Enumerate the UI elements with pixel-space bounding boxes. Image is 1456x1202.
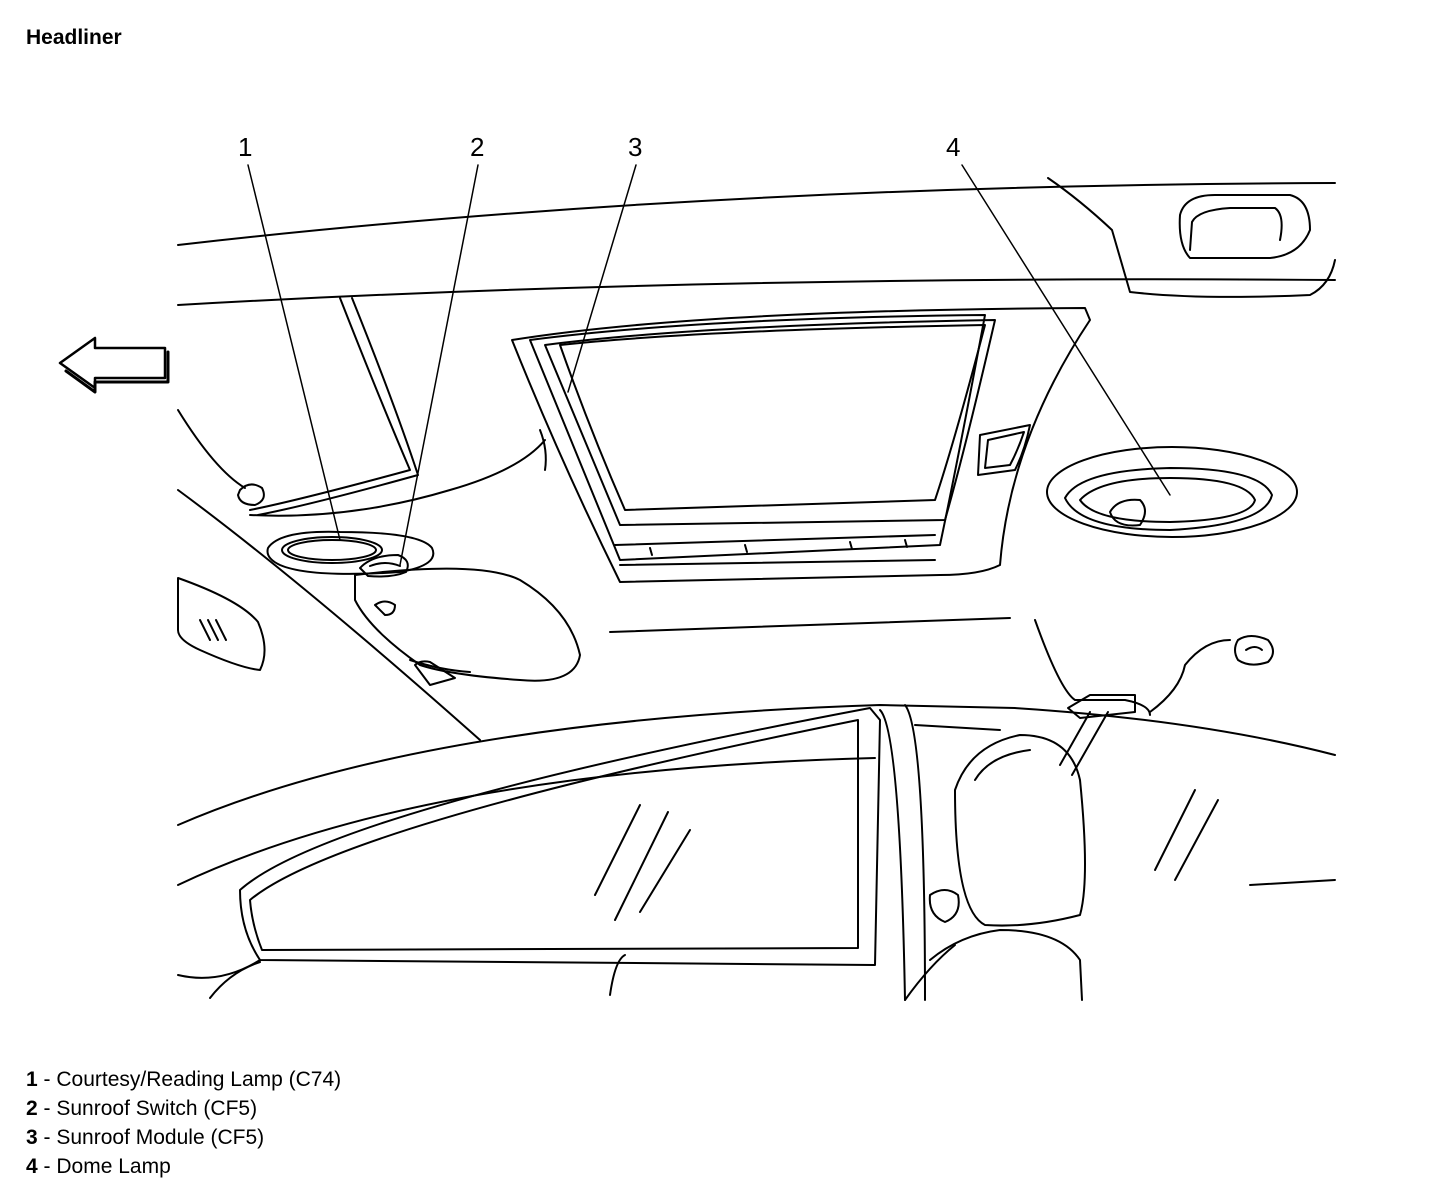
page-title: Headliner xyxy=(26,26,122,49)
legend-label: Dome Lamp xyxy=(56,1155,171,1178)
legend-separator: - xyxy=(37,1155,57,1178)
legend-separator: - xyxy=(37,1126,57,1149)
courtesy-reading-lamp xyxy=(268,532,434,574)
callout-4: 4 xyxy=(946,132,960,162)
callout-1: 1 xyxy=(238,132,252,162)
callout-2: 2 xyxy=(470,132,484,162)
callout-3: 3 xyxy=(628,132,642,162)
legend-number: 2 xyxy=(26,1097,38,1120)
grab-handle xyxy=(1048,178,1335,297)
rearview-mirror xyxy=(178,578,265,670)
sunroof-module xyxy=(512,308,1090,582)
roof-detail-lines xyxy=(540,430,1010,632)
legend-item: 4 - Dome Lamp xyxy=(26,1152,341,1181)
legend-number: 3 xyxy=(26,1126,38,1149)
headrest xyxy=(905,735,1085,1000)
front-header-panel xyxy=(238,298,545,516)
side-windows xyxy=(178,705,1335,1000)
legend-item: 1 - Courtesy/Reading Lamp (C74) xyxy=(26,1065,341,1094)
legend-label: Courtesy/Reading Lamp (C74) xyxy=(56,1068,342,1091)
legend-separator: - xyxy=(37,1068,57,1091)
callout-labels: 1 2 3 4 xyxy=(238,132,960,162)
dome-lamp xyxy=(1047,447,1297,537)
legend-number: 4 xyxy=(26,1155,38,1178)
leader-lines xyxy=(248,165,1170,565)
seat-belt-guide xyxy=(1035,620,1230,775)
sunroof-switch xyxy=(360,555,408,577)
sun-visor xyxy=(355,569,580,685)
legend: 1 - Courtesy/Reading Lamp (C74) 2 - Sunr… xyxy=(26,1065,341,1181)
legend-label: Sunroof Module (CF5) xyxy=(56,1126,265,1149)
legend-number: 1 xyxy=(26,1068,38,1091)
arrow-left-icon xyxy=(60,338,168,392)
roof-outline xyxy=(178,183,1335,740)
legend-item: 2 - Sunroof Switch (CF5) xyxy=(26,1094,341,1123)
legend-label: Sunroof Switch (CF5) xyxy=(56,1097,258,1120)
coat-hook xyxy=(1235,636,1273,665)
legend-separator: - xyxy=(37,1097,57,1120)
legend-item: 3 - Sunroof Module (CF5) xyxy=(26,1123,341,1152)
